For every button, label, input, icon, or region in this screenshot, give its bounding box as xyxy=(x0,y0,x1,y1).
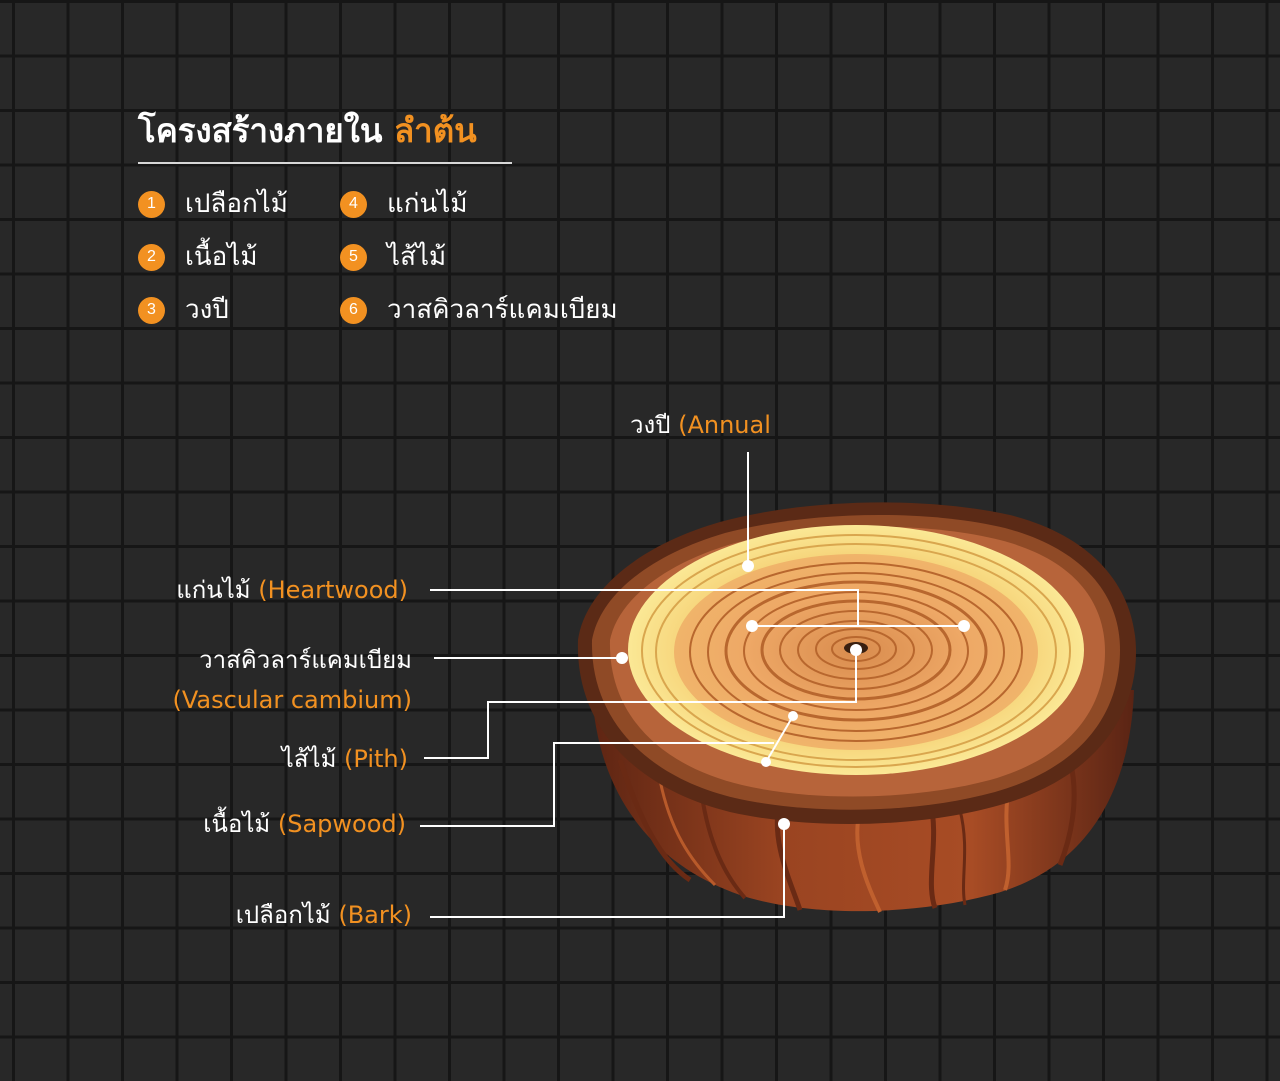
dot-sapwood xyxy=(761,757,771,767)
callout-pith-th: ไส้ไม้ xyxy=(281,745,337,773)
annual-ring xyxy=(641,534,1071,768)
title-accent: ลำต้น xyxy=(393,111,477,150)
dot-cambium xyxy=(616,652,628,664)
legend-label: ไส้ไม้ xyxy=(387,242,447,272)
legend-label: เปลือกไม้ xyxy=(185,189,288,219)
dot-heartwood xyxy=(746,620,758,632)
legend-item: 5 ไส้ไม้ xyxy=(340,237,446,277)
callout-pith-en: (Pith) xyxy=(344,745,408,773)
leader-dots xyxy=(616,560,970,830)
page-title: โครงสร้างภายใน ลำต้น xyxy=(138,106,477,156)
callout-annual-th: วงปี xyxy=(630,411,671,439)
legend-badge: 5 xyxy=(340,243,367,271)
legend-label: วาสคิวลาร์แคมเบียม xyxy=(387,295,618,325)
leader-lines xyxy=(420,452,964,918)
legend-item: 1 เปลือกไม้ xyxy=(138,184,288,224)
dot-sapwood-2 xyxy=(788,711,798,721)
callout-cambium-th: วาสคิวลาร์แคมเบียม xyxy=(199,646,412,674)
legend-badge: 4 xyxy=(340,190,367,218)
callout-sapwood-th: เนื้อไม้ xyxy=(203,810,271,838)
legend-badge: 3 xyxy=(138,296,165,324)
dot-heartwood-2 xyxy=(958,620,970,632)
callout-pith: ไส้ไม้ (Pith) xyxy=(282,742,408,776)
dot-annual xyxy=(742,560,754,572)
legend-label: เนื้อไม้ xyxy=(185,242,258,272)
callout-annual-en: (Annual xyxy=(678,411,771,439)
title-underline xyxy=(138,162,512,164)
callout-bark: เปลือกไม้ (Bark) xyxy=(236,898,412,932)
legend-item: 2 เนื้อไม้ xyxy=(138,237,258,277)
callout-annual: วงปี (Annual xyxy=(630,408,771,442)
dot-bark xyxy=(778,818,790,830)
callout-cambium-en: (Vascular cambium) xyxy=(172,686,412,714)
leader-pith xyxy=(424,650,857,759)
title-main: โครงสร้างภายใน xyxy=(138,111,383,150)
callout-bark-th: เปลือกไม้ xyxy=(235,901,331,929)
legend-badge: 6 xyxy=(340,296,367,324)
leader-heartwood xyxy=(430,589,859,627)
title-block: โครงสร้างภายใน ลำต้น xyxy=(138,106,477,156)
callout-heartwood: แก่นไม้ (Heartwood) xyxy=(176,573,408,607)
callout-heartwood-th: แก่นไม้ xyxy=(176,576,251,604)
leader-sapwood-angle xyxy=(765,715,794,763)
legend-label: วงปี xyxy=(185,295,229,325)
callout-cambium: วาสคิวลาร์แคมเบียม (Vascular cambium) xyxy=(172,643,412,717)
callout-heartwood-en: (Heartwood) xyxy=(258,576,408,604)
callout-bark-en: (Bark) xyxy=(338,901,412,929)
legend-badge: 2 xyxy=(138,243,165,271)
leader-bark xyxy=(430,824,785,918)
leader-sapwood xyxy=(420,742,774,827)
legend-item: 6 วาสคิวลาร์แคมเบียม xyxy=(340,290,618,330)
callout-sapwood: เนื้อไม้ (Sapwood) xyxy=(203,807,406,841)
legend-label: แก่นไม้ xyxy=(387,189,468,219)
callout-sapwood-en: (Sapwood) xyxy=(277,810,406,838)
dot-pith xyxy=(850,644,862,656)
legend-item: 3 วงปี xyxy=(138,290,229,330)
legend-item: 4 แก่นไม้ xyxy=(340,184,468,224)
annual-ring xyxy=(655,543,1057,761)
legend-badge: 1 xyxy=(138,190,165,218)
